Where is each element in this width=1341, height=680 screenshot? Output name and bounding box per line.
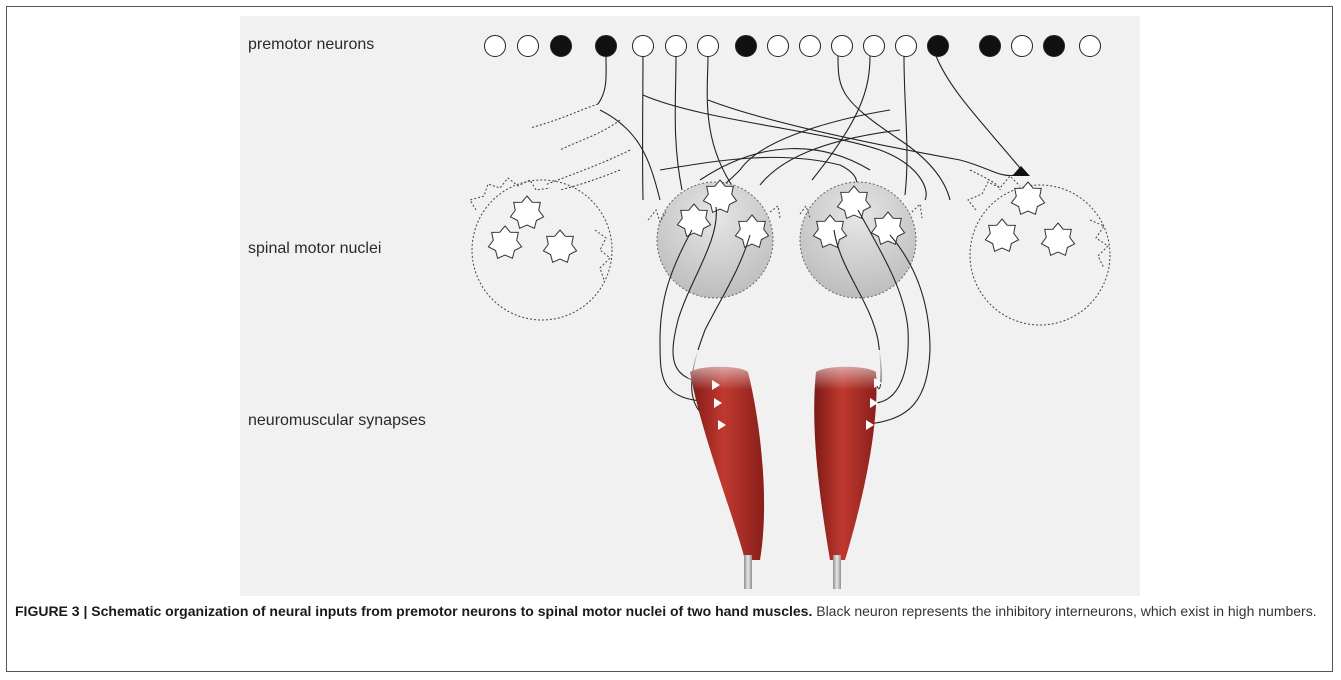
motor-nucleus-1 bbox=[472, 180, 612, 320]
inhibitory-neuron bbox=[928, 36, 949, 57]
excitatory-neuron bbox=[698, 36, 719, 57]
excitatory-neuron bbox=[800, 36, 821, 57]
motor-nucleus-4 bbox=[970, 185, 1110, 325]
excitatory-neuron bbox=[518, 36, 539, 57]
inhibitory-neuron bbox=[551, 36, 572, 57]
premotor-axons bbox=[598, 56, 1020, 200]
excitatory-neuron bbox=[864, 36, 885, 57]
muscle-left bbox=[688, 350, 764, 589]
excitatory-neuron bbox=[832, 36, 853, 57]
caption-title: FIGURE 3 | Schematic organization of neu… bbox=[15, 603, 812, 619]
inhibitory-synapse-icon bbox=[1012, 166, 1030, 176]
excitatory-neuron bbox=[896, 36, 917, 57]
motor-neuron bbox=[1041, 223, 1074, 255]
muscle-right bbox=[812, 350, 882, 589]
motor-neuron bbox=[510, 196, 543, 228]
excitatory-neuron bbox=[666, 36, 687, 57]
excitatory-neuron bbox=[1012, 36, 1033, 57]
motor-neuron bbox=[543, 230, 576, 262]
caption-text: Black neuron represents the inhibitory i… bbox=[812, 603, 1316, 619]
motor-neurons bbox=[488, 180, 1074, 262]
motor-neuron bbox=[488, 226, 521, 258]
motor-neuron bbox=[1011, 182, 1044, 214]
motor-neuron bbox=[985, 219, 1018, 251]
excitatory-neuron bbox=[485, 36, 506, 57]
inhibitory-neuron bbox=[1044, 36, 1065, 57]
inhibitory-neuron bbox=[736, 36, 757, 57]
excitatory-neuron bbox=[633, 36, 654, 57]
inhibitory-neuron bbox=[596, 36, 617, 57]
inhibitory-neuron bbox=[980, 36, 1001, 57]
dashed-branches bbox=[530, 104, 1000, 190]
excitatory-neuron bbox=[1080, 36, 1101, 57]
excitatory-neuron bbox=[768, 36, 789, 57]
premotor-neuron-row bbox=[485, 36, 1101, 57]
figure-caption: FIGURE 3 | Schematic organization of neu… bbox=[15, 601, 1320, 621]
